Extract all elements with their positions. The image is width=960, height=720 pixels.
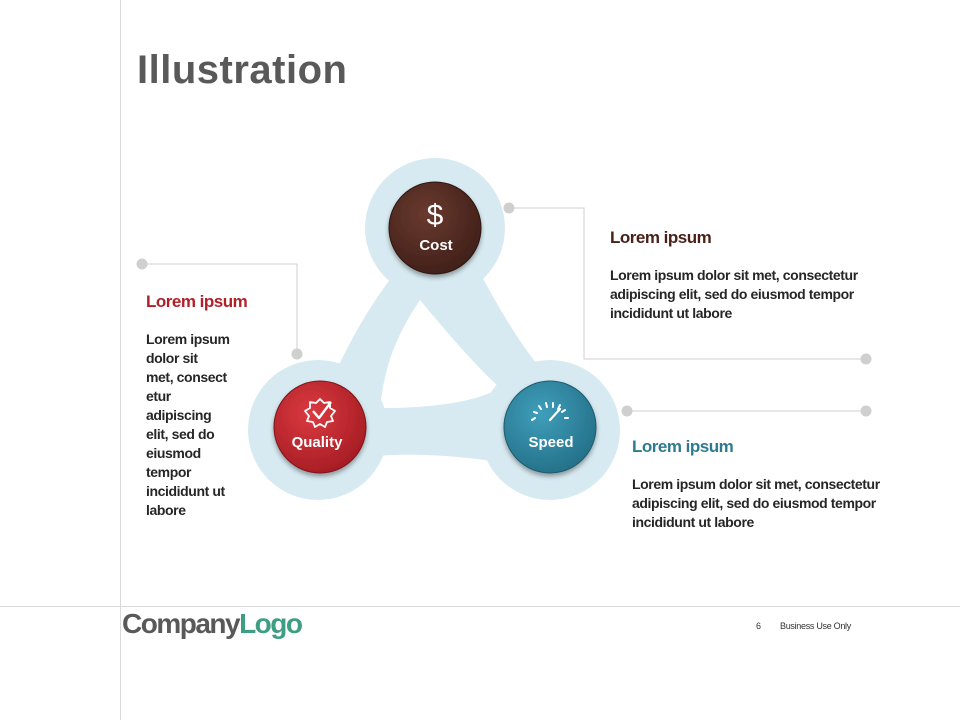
slide-title: Illustration	[137, 48, 348, 92]
block-heading: Lorem ipsum	[632, 437, 734, 456]
connector-dot	[136, 258, 148, 270]
cost-label: Cost	[419, 237, 452, 254]
page-number: 6	[756, 621, 762, 631]
block-body-line: dolor sit	[146, 350, 198, 366]
logo-part-logo: Logo	[239, 608, 303, 639]
block-body-line: adipiscing elit, sed do eiusmod tempor	[610, 286, 854, 302]
block-body: Lorem ipsum dolor sit met, consectetur ad…	[610, 266, 930, 323]
block-body: Lorem ipsum dolor sit met, consectetur ad…	[632, 475, 952, 532]
block-body-line: met, consect	[146, 369, 227, 385]
block-body-line: adipiscing elit, sed do eiusmod tempor	[632, 495, 876, 511]
connector-dot	[860, 353, 872, 365]
text-block-speed: Lorem ipsum Lorem ipsum dolor sit met, c…	[632, 437, 952, 532]
connector-cost	[509, 207, 866, 360]
logo-part-company: Company	[122, 608, 241, 639]
block-body-line: Lorem ipsum dolor sit met, consectetur	[632, 476, 880, 492]
block-body-line: incididunt ut	[146, 483, 225, 499]
speed-node[interactable]: Speed	[503, 380, 597, 474]
block-body-line: adipiscing	[146, 407, 212, 423]
block-body-line: Lorem ipsum dolor sit met, consectetur	[610, 267, 858, 283]
dollar-icon: $	[427, 199, 444, 232]
cost-node[interactable]: $ Cost	[388, 181, 482, 275]
checkmark-badge-icon	[304, 398, 336, 428]
text-block-quality: Lorem ipsum Lorem ipsum dolor sit met, con…	[146, 292, 256, 520]
footer-divider	[0, 606, 960, 607]
block-body-line: incididunt ut labore	[610, 305, 732, 321]
block-body-line: incididunt ut labore	[632, 514, 754, 530]
block-heading: Lorem ipsum	[610, 228, 712, 247]
text-block-cost: Lorem ipsum Lorem ipsum dolor sit met, c…	[610, 228, 930, 323]
block-body-line: labore	[146, 502, 186, 518]
connector-dot	[291, 348, 303, 360]
block-body-line: elit, sed do	[146, 426, 215, 442]
block-body: Lorem ipsum dolor sit met, consect etur adip…	[146, 330, 256, 520]
footer-note: Business Use Only	[780, 621, 851, 631]
connector-dot	[860, 405, 872, 417]
block-body-line: Lorem ipsum	[146, 331, 230, 347]
connector-dot	[503, 202, 515, 214]
connectors	[142, 207, 866, 412]
speed-label: Speed	[528, 434, 573, 451]
quality-label: Quality	[292, 434, 344, 451]
quality-node[interactable]: Quality	[273, 380, 367, 474]
block-body-line: eiusmod	[146, 445, 201, 461]
vertical-guide-line	[120, 0, 121, 720]
connector-dot	[621, 405, 633, 417]
connector-dots	[136, 202, 872, 417]
block-heading: Lorem ipsum	[146, 292, 248, 311]
connector-quality	[142, 263, 298, 354]
speedometer-icon	[531, 402, 569, 422]
block-body-line: tempor	[146, 464, 192, 480]
company-logo: CompanyLogo	[122, 606, 303, 642]
block-body-line: etur	[146, 388, 171, 404]
